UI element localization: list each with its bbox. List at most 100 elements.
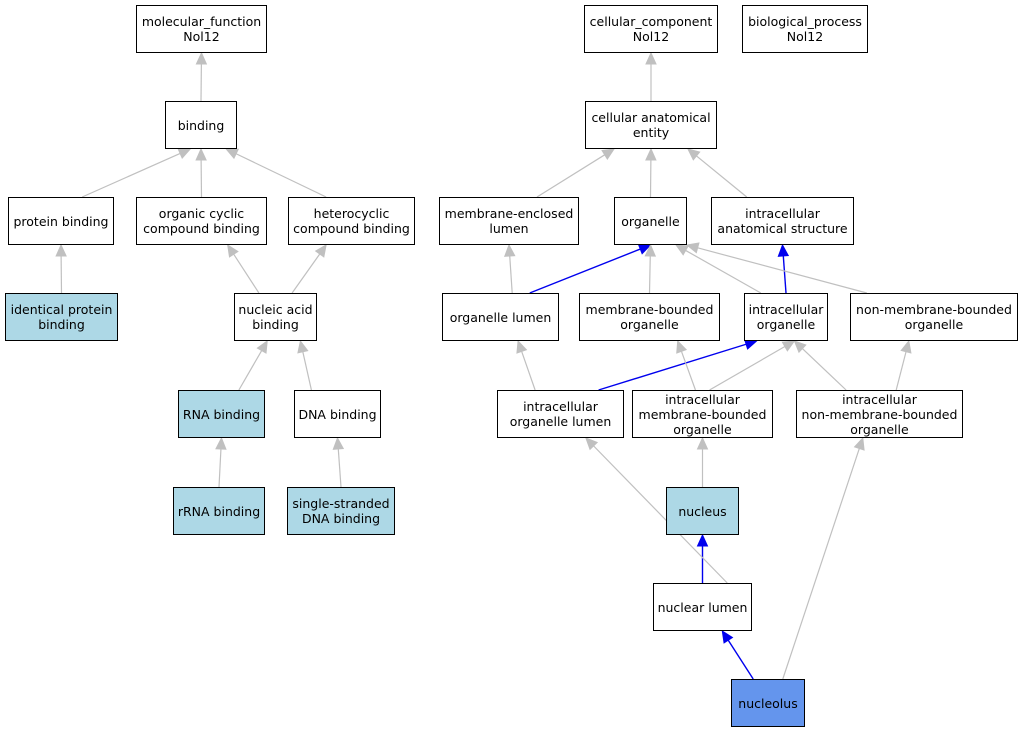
node-label: intracellular organelle lumen	[509, 399, 612, 429]
node-label: nucleic acid binding	[238, 302, 313, 332]
node-organelle-lumen[interactable]: organelle lumen	[442, 293, 559, 341]
node-binding[interactable]: binding	[165, 101, 237, 149]
node-non-membrane-bounded-organelle[interactable]: non-membrane-bounded organelle	[850, 293, 1018, 341]
node-biological-process[interactable]: biological_process Nol12	[742, 5, 868, 53]
node-identical-protein-binding[interactable]: identical protein binding	[5, 293, 118, 341]
node-nucleic-acid-binding[interactable]: nucleic acid binding	[234, 293, 317, 341]
edge-is_a-org_lumen-to-mel	[509, 255, 513, 294]
node-label: heterocyclic compound binding	[293, 206, 410, 236]
node-label: nuclear lumen	[657, 599, 748, 615]
node-organelle[interactable]: organelle	[614, 197, 687, 245]
edge-is_a-mel-to-cae	[536, 154, 606, 198]
edge-arrowhead	[215, 436, 227, 450]
edge-arrowhead	[297, 339, 309, 354]
edge-is_a-inmbo-to-nmbo	[895, 351, 907, 391]
edge-is_a-nuclear_lumen-to-iol	[593, 445, 728, 584]
node-label: intracellular non-membrane-bounded organ…	[801, 391, 958, 437]
edge-is_a-nucleic_acid-to-heterocyclic	[291, 253, 321, 294]
node-dna-binding[interactable]: DNA binding	[294, 390, 381, 438]
node-label: membrane-enclosed lumen	[444, 206, 574, 236]
edge-is_a-mbo-to-organelle	[648, 255, 651, 294]
node-label: cellular anatomical entity	[591, 110, 711, 140]
node-label: non-membrane-bounded organelle	[856, 302, 1012, 332]
edge-arrowhead	[177, 148, 192, 159]
node-cellular-component[interactable]: cellular_component Nol12	[584, 5, 718, 53]
node-label: organelle lumen	[449, 309, 552, 325]
edge-is_a-iol-to-org_lumen	[521, 351, 536, 391]
edge-arrowhead	[504, 243, 516, 257]
node-label: molecular_function Nol12	[141, 14, 262, 44]
edge-arrowhead	[721, 629, 734, 644]
node-molecular-function[interactable]: molecular_function Nol12	[136, 5, 267, 53]
node-label: nucleus	[678, 503, 727, 519]
node-label: organelle	[621, 213, 680, 229]
node-label: DNA binding	[298, 406, 377, 422]
node-intracellular-non-membrane-bounded-organelle[interactable]: intracellular non-membrane-bounded organ…	[796, 390, 963, 438]
edge-arrowhead	[314, 244, 327, 258]
edge-arrowhead	[227, 243, 239, 258]
edge-is_a-nucleolus-to-inmbo	[782, 448, 860, 680]
edge-arrowhead	[516, 339, 528, 354]
node-heterocyclic-compound-binding[interactable]: heterocyclic compound binding	[288, 197, 415, 245]
edge-is_a-ssdna_binding-to-dna_binding	[337, 448, 342, 488]
edge-is_a-protein_binding-to-binding	[81, 152, 181, 198]
node-membrane-bounded-organelle[interactable]: membrane-bounded organelle	[579, 293, 720, 341]
edge-is_a-rrna_binding-to-rna_binding	[218, 448, 222, 488]
node-label: membrane-bounded organelle	[585, 302, 714, 332]
node-label: protein binding	[13, 213, 109, 229]
node-intracellular-organelle[interactable]: intracellular organelle	[744, 293, 828, 341]
edge-is_a-heterocyclic-to-binding	[235, 153, 327, 198]
node-label: intracellular anatomical structure	[717, 206, 848, 236]
edge-is_a-inmbo-to-io	[801, 348, 847, 391]
edge-arrowhead	[645, 51, 657, 65]
edge-is_a-nucleic_acid-to-organic_cyclic	[233, 253, 260, 294]
edge-arrowhead	[225, 148, 240, 160]
edge-arrowhead	[332, 436, 345, 450]
node-nuclear-lumen[interactable]: nuclear lumen	[653, 583, 752, 631]
edge-is_a-nmbo-to-organelle	[697, 247, 867, 294]
edge-arrowhead	[781, 340, 796, 352]
node-cellular-anatomical-entity[interactable]: cellular anatomical entity	[585, 101, 717, 149]
edge-arrowhead	[55, 243, 67, 257]
node-label: identical protein binding	[10, 302, 113, 332]
node-label: nucleolus	[738, 695, 798, 711]
edge-is_a-rna_binding-to-nucleic_acid	[238, 350, 263, 391]
node-label: single-stranded DNA binding	[292, 496, 390, 526]
node-label: binding	[177, 117, 225, 133]
edge-arrowhead	[585, 437, 599, 451]
node-intracellular-membrane-bounded-organelle[interactable]: intracellular membrane-bounded organelle	[632, 390, 773, 438]
edge-is_a-io-to-organelle	[685, 249, 762, 294]
node-organic-cyclic-compound-binding[interactable]: organic cyclic compound binding	[136, 197, 267, 245]
edge-arrowhead	[601, 148, 616, 160]
edge-arrowhead	[195, 147, 207, 161]
node-label: intracellular membrane-bounded organelle	[638, 391, 767, 437]
edge-arrowhead	[853, 436, 865, 451]
node-label: intracellular organelle	[748, 302, 824, 332]
node-nucleolus[interactable]: nucleolus	[731, 679, 805, 727]
node-membrane-enclosed-lumen[interactable]: membrane-enclosed lumen	[439, 197, 579, 245]
edge-is_a-ias-to-cae	[696, 155, 748, 198]
node-rna-binding[interactable]: RNA binding	[178, 390, 265, 438]
edge-is_a-dna_binding-to-nucleic_acid	[302, 351, 312, 391]
edge-arrowhead	[777, 243, 790, 257]
edge-arrowhead	[696, 533, 709, 547]
edge-arrowhead	[674, 244, 689, 256]
node-label: RNA binding	[182, 406, 261, 422]
edge-arrowhead	[256, 339, 268, 354]
node-nucleus[interactable]: nucleus	[666, 487, 739, 535]
node-single-stranded-dna-binding[interactable]: single-stranded DNA binding	[287, 487, 395, 535]
node-intracellular-organelle-lumen[interactable]: intracellular organelle lumen	[497, 390, 624, 438]
edge-arrowhead	[676, 339, 688, 354]
edge-arrowhead	[687, 148, 701, 161]
edge-arrowhead	[696, 436, 709, 450]
node-rrna-binding[interactable]: rRNA binding	[173, 487, 265, 535]
edge-part_of-iol-to-io	[598, 343, 747, 391]
edge-part_of-nucleolus-to-nuclear_lumen	[727, 639, 754, 680]
edge-arrowhead	[685, 242, 700, 254]
node-label: organic cyclic compound binding	[143, 206, 260, 236]
node-protein-binding[interactable]: protein binding	[8, 197, 114, 245]
node-intracellular-anatomical-structure[interactable]: intracellular anatomical structure	[711, 197, 854, 245]
edge-arrowhead	[195, 51, 208, 65]
